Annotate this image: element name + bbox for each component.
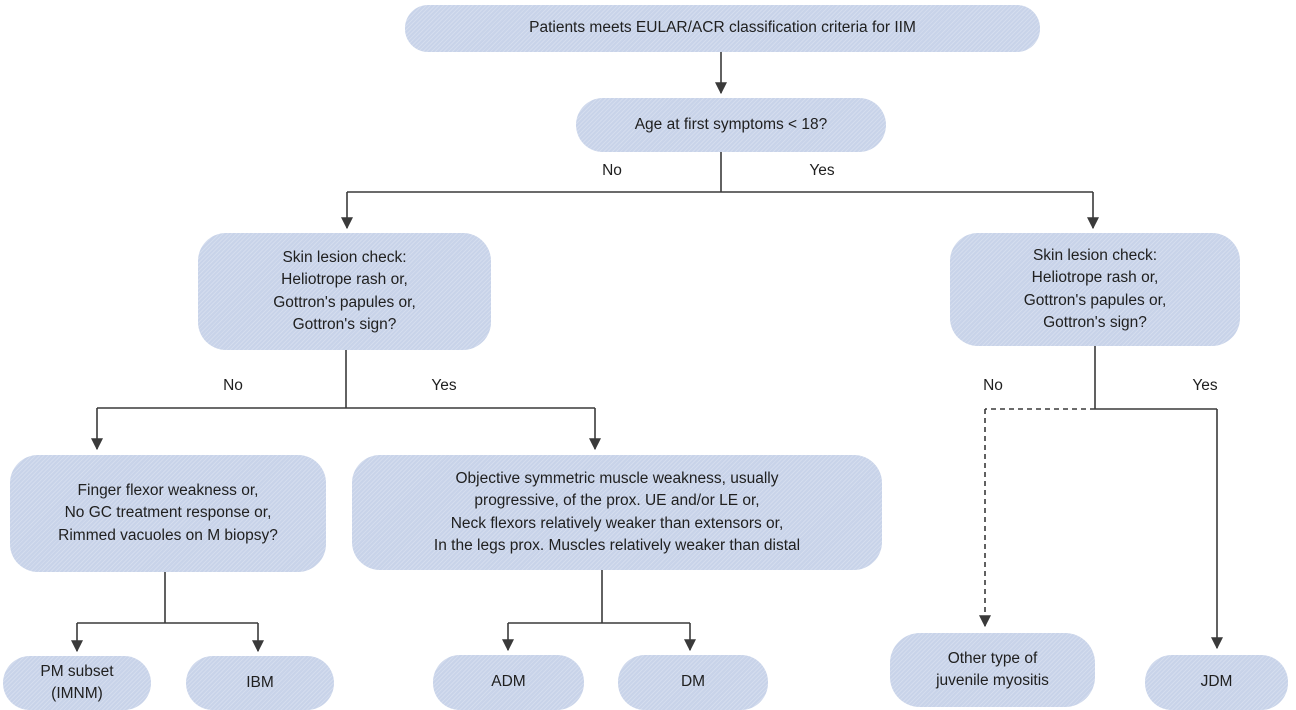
edge-label-skinright-no: No xyxy=(983,377,1003,394)
node-age-question: Age at first symptoms < 18? xyxy=(576,98,886,152)
node-muscle-weakness: Objective symmetric muscle weakness, usu… xyxy=(352,455,882,570)
edge-label-skinleft-yes: Yes xyxy=(431,377,457,394)
edge-label-skinleft-no: No xyxy=(223,377,243,394)
node-skin-check-left: Skin lesion check: Heliotrope rash or, G… xyxy=(198,233,491,350)
node-other-juvenile: Other type of juvenile myositis xyxy=(890,633,1095,707)
node-pm-subset: PM subset (IMNM) xyxy=(3,656,151,710)
node-ibm: IBM xyxy=(186,656,334,710)
node-skin-check-right: Skin lesion check: Heliotrope rash or, G… xyxy=(950,233,1240,346)
node-root-criteria: Patients meets EULAR/ACR classification … xyxy=(405,5,1040,52)
node-jdm: JDM xyxy=(1145,655,1288,710)
edge-label-skinright-yes: Yes xyxy=(1192,377,1218,394)
edge-label-age-yes: Yes xyxy=(809,162,835,179)
node-ibm-criteria: Finger flexor weakness or, No GC treatme… xyxy=(10,455,326,572)
edge-label-age-no: No xyxy=(602,162,622,179)
node-dm: DM xyxy=(618,655,768,710)
node-adm: ADM xyxy=(433,655,584,710)
